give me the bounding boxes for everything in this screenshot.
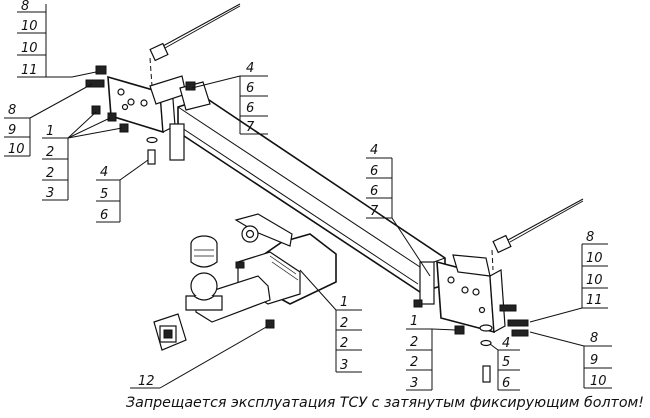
callout-left-1-2-2-3: 1 2 2 3 bbox=[42, 111, 123, 201]
callout-left-4-5-6: 4 5 6 bbox=[96, 159, 149, 223]
callout-number: 8 bbox=[8, 103, 16, 118]
callout-number: 10 bbox=[586, 273, 603, 288]
callout-number: 4 bbox=[502, 336, 510, 351]
electrical-socket bbox=[153, 313, 187, 351]
callout-bottom-4-5-6: 4 5 6 bbox=[489, 336, 520, 391]
callout-number: 8 bbox=[21, 0, 29, 14]
callout-number: 11 bbox=[586, 293, 603, 308]
callout-number: 6 bbox=[100, 208, 108, 223]
callout-right-8-9-10: 8 9 10 bbox=[529, 331, 612, 389]
left-cable bbox=[149, 3, 241, 87]
callout-topleft-8-10-10-11: 8 10 10 11 bbox=[17, 0, 97, 78]
callout-number: 3 bbox=[410, 376, 418, 391]
callout-number: 1 bbox=[410, 314, 418, 329]
callout-number: 7 bbox=[246, 120, 255, 135]
callout-number: 3 bbox=[340, 358, 348, 373]
callout-number: 4 bbox=[370, 143, 378, 158]
callout-number: 5 bbox=[100, 187, 108, 202]
callout-number: 1 bbox=[46, 124, 54, 139]
callout-bottom-1-2-2-3: 1 2 2 3 bbox=[406, 314, 457, 391]
callout-number: 2 bbox=[410, 355, 418, 370]
callout-number: 7 bbox=[370, 204, 379, 219]
callout-number: 2 bbox=[46, 166, 54, 181]
callout-number: 4 bbox=[100, 165, 108, 180]
callout-number: 9 bbox=[8, 123, 16, 138]
callout-number: 11 bbox=[21, 63, 38, 78]
callout-number: 8 bbox=[586, 230, 594, 245]
callout-number: 2 bbox=[410, 335, 418, 350]
callout-number: 1 bbox=[340, 295, 348, 310]
warning-caption: Запрещается эксплуатация ТСУ с затянутым… bbox=[126, 395, 644, 411]
callout-number: 2 bbox=[340, 316, 348, 331]
callout-number: 10 bbox=[590, 374, 607, 389]
callout-bottom-left-12: 12 bbox=[130, 325, 269, 389]
callout-number: 6 bbox=[246, 101, 254, 116]
callout-right-8-10-10-11: 8 10 10 11 bbox=[529, 230, 608, 323]
callout-number: 2 bbox=[46, 145, 54, 160]
fasteners bbox=[85, 65, 529, 383]
callout-number: 10 bbox=[8, 142, 25, 157]
callout-number: 3 bbox=[46, 186, 54, 201]
callout-top-mid-4-6-6-7: 4 6 6 7 bbox=[191, 61, 268, 135]
callout-number: 10 bbox=[21, 41, 38, 56]
callout-mid-4-6-6-7: 4 6 6 7 bbox=[366, 143, 431, 277]
callout-number: 4 bbox=[246, 61, 254, 76]
callout-number: 5 bbox=[502, 355, 510, 370]
callout-number: 2 bbox=[340, 336, 348, 351]
callout-number: 6 bbox=[502, 376, 510, 391]
callout-number: 10 bbox=[21, 19, 38, 34]
callout-number: 10 bbox=[586, 251, 603, 266]
right-cable bbox=[491, 198, 584, 271]
callout-left-8-9-10: 8 9 10 bbox=[4, 83, 93, 157]
tow-ball bbox=[185, 235, 223, 311]
right-side-bracket bbox=[419, 254, 506, 334]
callout-number: 6 bbox=[370, 184, 378, 199]
callout-number: 8 bbox=[590, 331, 598, 346]
callout-number: 9 bbox=[590, 353, 598, 368]
callout-number: 6 bbox=[370, 164, 378, 179]
callout-center-1-2-2-3: 1 2 2 3 bbox=[299, 269, 362, 373]
callout-number: 6 bbox=[246, 81, 254, 96]
callout-number: 12 bbox=[138, 374, 155, 389]
